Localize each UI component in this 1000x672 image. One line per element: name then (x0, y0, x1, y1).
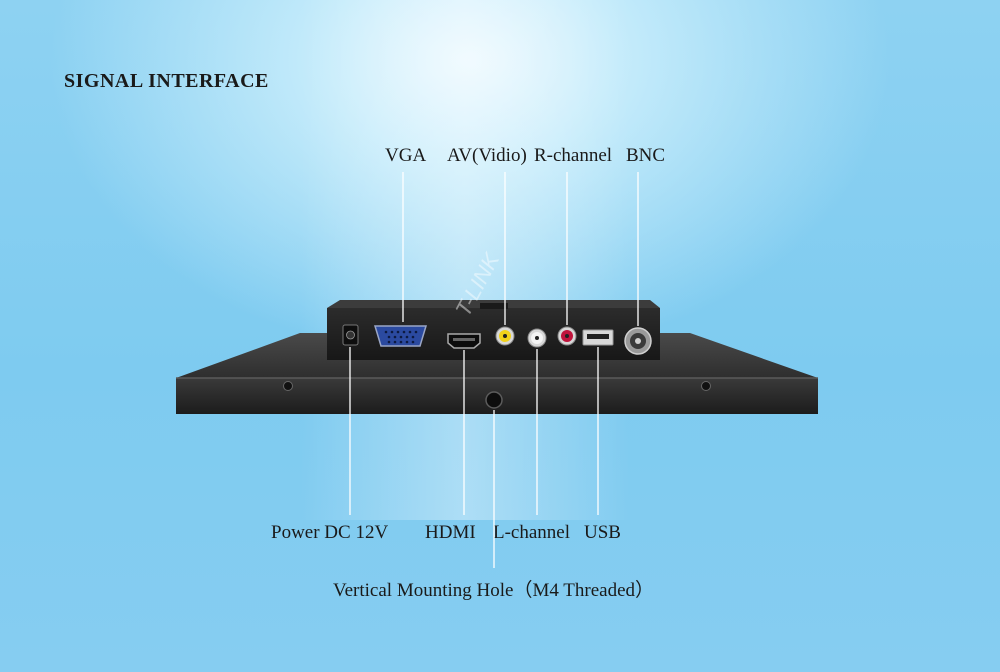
label-av: AV(Vidio) (447, 145, 527, 166)
label-l-channel: L-channel (493, 522, 571, 543)
screw-right (701, 381, 711, 391)
label-power: Power DC 12V (271, 522, 389, 543)
screw-left (283, 381, 293, 391)
label-r-channel: R-channel (534, 145, 613, 166)
label-bnc: BNC (626, 145, 666, 166)
label-vga: VGA (385, 145, 427, 166)
mounting-hole (485, 391, 503, 409)
label-mounting-hole: Vertical Mounting Hole（M4 Threaded） (333, 580, 654, 601)
page-title: SIGNAL INTERFACE (64, 70, 269, 92)
label-hdmi: HDMI (425, 522, 476, 543)
label-usb: USB (584, 522, 621, 543)
